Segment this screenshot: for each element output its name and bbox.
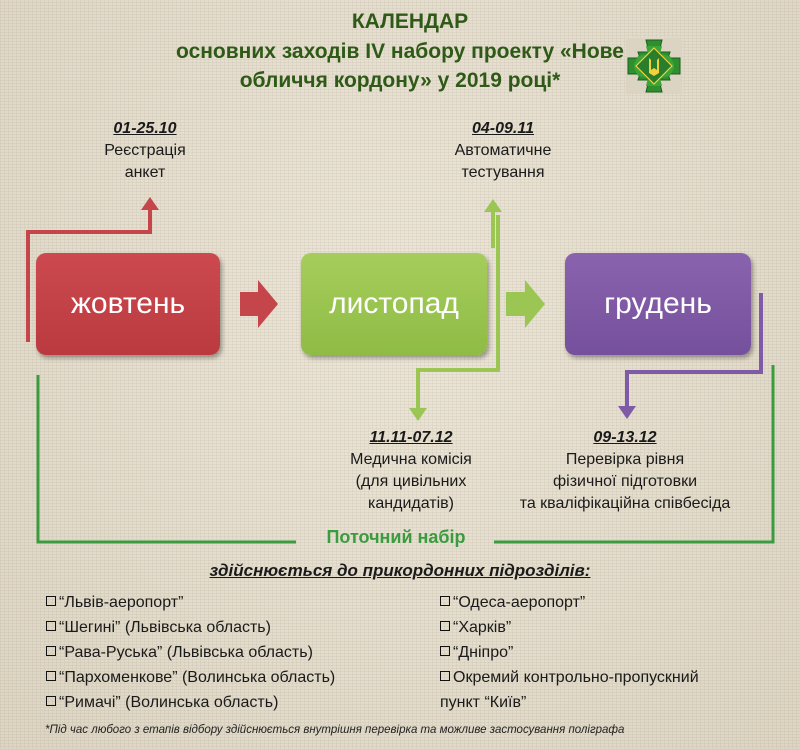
stage-physical-line-1: Перевірка рівня — [565, 451, 685, 468]
current-recruitment-label: Поточний набір — [326, 527, 466, 547]
page-subtitle-line-2: обличчя кордону» у 2019 році* — [239, 69, 561, 92]
checkbox-icon — [46, 621, 56, 632]
list-item-label: Окремий контрольно-пропускний — [453, 669, 699, 686]
stage-registration-line-1: Реєстрація — [104, 142, 186, 159]
list-item: “Львів-аеропорт” — [46, 592, 335, 617]
units-list-left: “Львів-аеропорт” “Шегині” (Львівська обл… — [46, 592, 335, 717]
list-item-label: “Львів-аеропорт” — [59, 594, 184, 611]
checkbox-icon — [440, 671, 450, 682]
medical-connector-arrow-head — [409, 408, 427, 421]
testing-connector-arrow-head — [484, 199, 502, 212]
list-item-label: “Дніпро” — [453, 644, 514, 661]
list-item-label: “Римачі” (Волинська область) — [59, 694, 279, 711]
october-connector-arrow-head — [141, 197, 159, 210]
list-item-label: “Шегині” (Львівська область) — [59, 619, 271, 636]
stage-testing: 04-09.11 Автоматичне тестування — [418, 118, 588, 184]
month-box-november: листопад — [301, 253, 487, 355]
stage-medical: 11.11-07.12 Медична комісія (для цивільн… — [322, 427, 500, 515]
current-recruitment-frame-left — [36, 375, 296, 544]
physical-connector-line — [625, 293, 763, 408]
month-box-december: грудень — [565, 253, 751, 355]
october-connector-line — [26, 206, 152, 342]
list-item-label: “Пархоменкове” (Волинська область) — [59, 669, 336, 686]
november-to-december-arrow — [506, 280, 545, 328]
stage-testing-date: 04-09.11 — [472, 120, 534, 137]
list-item: “Одеса-аеропорт” — [440, 592, 699, 617]
checkbox-icon — [46, 671, 56, 682]
stage-physical: 09-13.12 Перевірка рівня фізичної підгот… — [500, 427, 750, 515]
border-guard-emblem-icon — [626, 38, 682, 94]
list-item: “Пархоменкове” (Волинська область) — [46, 667, 335, 692]
stage-physical-date: 09-13.12 — [593, 429, 657, 446]
stage-registration-date: 01-25.10 — [113, 120, 177, 137]
page-subtitle-line-1: основних заходів IV набору проекту «Нове — [176, 40, 624, 63]
checkbox-icon — [46, 646, 56, 657]
october-to-november-arrow — [240, 280, 278, 328]
footnote: *Під час любого з етапів відбору здійсню… — [45, 724, 625, 736]
list-item-continuation: пункт “Київ” — [440, 692, 699, 717]
carried-out-label: здійснюється до прикордонних підрозділів… — [209, 561, 591, 580]
stage-testing-line-2: тестування — [461, 164, 545, 181]
medical-connector-line — [416, 215, 500, 410]
list-item: “Харків” — [440, 617, 699, 642]
checkbox-icon — [440, 646, 450, 657]
stage-physical-line-3: та кваліфікаційна співбесіда — [519, 495, 731, 512]
list-item-label: “Харків” — [453, 619, 512, 636]
page-title: КАЛЕНДАР — [351, 10, 469, 33]
list-item: Окремий контрольно-пропускний — [440, 667, 699, 692]
list-item-label: “Одеса-аеропорт” — [453, 594, 586, 611]
checkbox-icon — [46, 696, 56, 707]
stage-registration: 01-25.10 Реєстрація анкет — [70, 118, 220, 184]
list-item-label: пункт “Київ” — [440, 694, 527, 711]
list-item: “Дніпро” — [440, 642, 699, 667]
list-item: “Римачі” (Волинська область) — [46, 692, 335, 717]
stage-medical-line-2: (для цивільних — [355, 473, 467, 490]
stage-medical-line-1: Медична комісія — [350, 451, 472, 468]
stage-testing-line-1: Автоматичне — [454, 142, 552, 159]
list-item: “Шегині” (Львівська область) — [46, 617, 335, 642]
list-item: “Рава-Руська” (Львівська область) — [46, 642, 335, 667]
list-item-label: “Рава-Руська” (Львівська область) — [59, 644, 313, 661]
current-recruitment-frame-right — [494, 365, 775, 544]
checkbox-icon — [46, 596, 56, 607]
checkbox-icon — [440, 621, 450, 632]
month-box-october: жовтень — [36, 253, 220, 355]
checkbox-icon — [440, 596, 450, 607]
physical-connector-arrow-head — [618, 406, 636, 419]
stage-medical-date: 11.11-07.12 — [369, 429, 453, 446]
units-list-right: “Одеса-аеропорт” “Харків” “Дніпро” Окрем… — [440, 592, 699, 717]
stage-registration-line-2: анкет — [124, 164, 166, 181]
stage-medical-line-3: кандидатів) — [368, 495, 454, 512]
stage-physical-line-2: фізичної підготовки — [552, 473, 698, 490]
